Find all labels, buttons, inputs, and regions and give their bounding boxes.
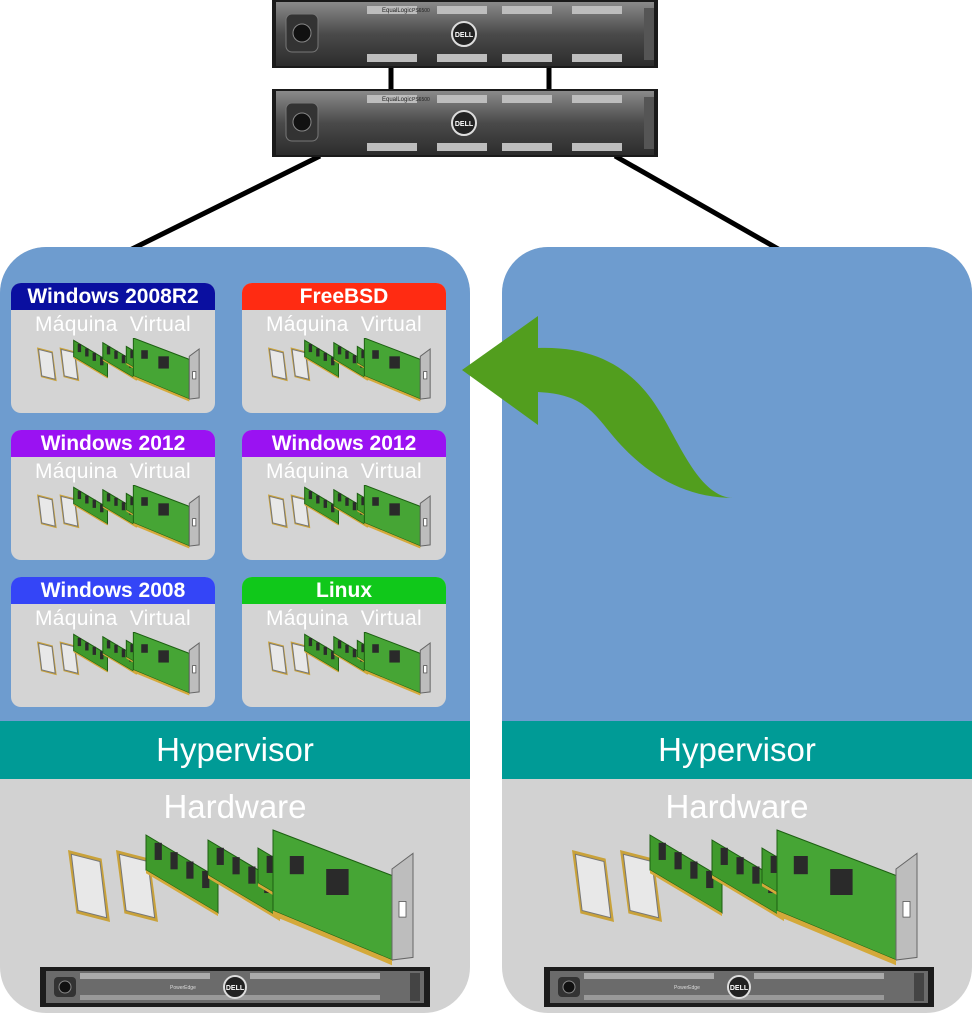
vm-os-title: Windows 2012: [242, 430, 446, 457]
hypervisor-label: Hypervisor: [0, 721, 470, 779]
expansion-card-icon: [363, 338, 431, 402]
ram-module-icon: [102, 488, 138, 528]
cpu-chip-icon: [37, 494, 57, 529]
link-storage-host-a: [128, 153, 322, 253]
vm-subtitle: Máquina Virtual: [34, 607, 192, 630]
vm-os-title: FreeBSD: [242, 283, 446, 310]
storage-model-code: PS6500: [412, 97, 430, 103]
host-b: Hypervisor Hardware: [502, 247, 972, 1013]
virtual-hardware-icon: [268, 632, 431, 696]
server-brand-text: DELL: [730, 985, 749, 992]
vm-os-title: Windows 2012: [11, 430, 215, 457]
expansion-card-icon: [363, 632, 431, 696]
storage-brand-text: DELL: [455, 121, 474, 128]
expansion-card-icon: [363, 485, 431, 549]
ram-module-icon: [333, 488, 369, 528]
cpu-chip-icon: [268, 641, 288, 676]
virtual-hardware-icon: [268, 485, 431, 549]
expansion-card-icon: [132, 485, 200, 549]
ram-module-icon: [102, 341, 138, 381]
virtual-hardware-icon: [37, 632, 200, 696]
vm-os-title: Windows 2008R2: [11, 283, 215, 310]
storage-model-label: EqualLogic: [382, 97, 412, 103]
vm-os-title: Windows 2008: [11, 577, 215, 604]
vm-card: Windows 2012 Máquina Virtual: [242, 430, 446, 560]
cpu-chip-icon: [37, 641, 57, 676]
storage-model-label: EqualLogic: [382, 8, 412, 14]
vm-area: [502, 247, 972, 721]
ram-module-icon: [73, 339, 108, 379]
hardware-label: Hardware: [665, 788, 809, 825]
expansion-card-icon: [132, 632, 200, 696]
storage-array-icon: DELL EqualLogic PS6500: [272, 89, 658, 157]
cpu-chip-icon: [268, 347, 288, 382]
cpu-chip-icon: [37, 347, 57, 382]
hardware-label: Hardware: [163, 788, 307, 825]
vm-card: Linux Máquina Virtual: [242, 577, 446, 707]
rack-server-host-a: DELL PowerEdge: [40, 967, 430, 1012]
virtual-hardware-icon: [268, 338, 431, 402]
virtual-hardware-icon: [37, 338, 200, 402]
ram-module-icon: [73, 486, 108, 526]
ram-module-icon: [304, 486, 339, 526]
vm-card: Windows 2008R2 Máquina Virtual: [11, 283, 215, 413]
cpu-chip-icon: [268, 494, 288, 529]
vm-subtitle: Máquina Virtual: [265, 313, 423, 336]
vm-subtitle: Máquina Virtual: [34, 313, 192, 336]
ram-module-icon: [304, 633, 339, 673]
vm-card: Windows 2012 Máquina Virtual: [11, 430, 215, 560]
hypervisor-label: Hypervisor: [502, 721, 972, 779]
storage-array-bottom: DELL EqualLogic PS6500: [272, 89, 658, 162]
storage-brand-text: DELL: [455, 32, 474, 39]
server-model-text: PowerEdge: [674, 985, 700, 991]
vm-card: Windows 2008 Máquina Virtual: [11, 577, 215, 707]
storage-array-icon: DELL EqualLogic PS6500: [272, 0, 658, 68]
vm-subtitle: Máquina Virtual: [34, 460, 192, 483]
storage-array-top: DELL EqualLogic PS6500: [272, 0, 658, 73]
server-brand-text: DELL: [226, 985, 245, 992]
server-model-text: PowerEdge: [170, 985, 196, 991]
vm-os-title: Linux: [242, 577, 446, 604]
rack-server-icon: DELL PowerEdge: [544, 967, 934, 1007]
ram-module-icon: [73, 633, 108, 673]
rack-server-icon: DELL PowerEdge: [40, 967, 430, 1007]
expansion-card-icon: [132, 338, 200, 402]
vm-card: FreeBSD Máquina Virtual: [242, 283, 446, 413]
vm-subtitle: Máquina Virtual: [265, 607, 423, 630]
ram-module-icon: [304, 339, 339, 379]
storage-model-code: PS6500: [412, 8, 430, 14]
rack-server-host-b: DELL PowerEdge: [544, 967, 934, 1012]
vm-subtitle: Máquina Virtual: [265, 460, 423, 483]
virtual-hardware-icon: [37, 485, 200, 549]
link-storage-host-b: [613, 153, 782, 253]
